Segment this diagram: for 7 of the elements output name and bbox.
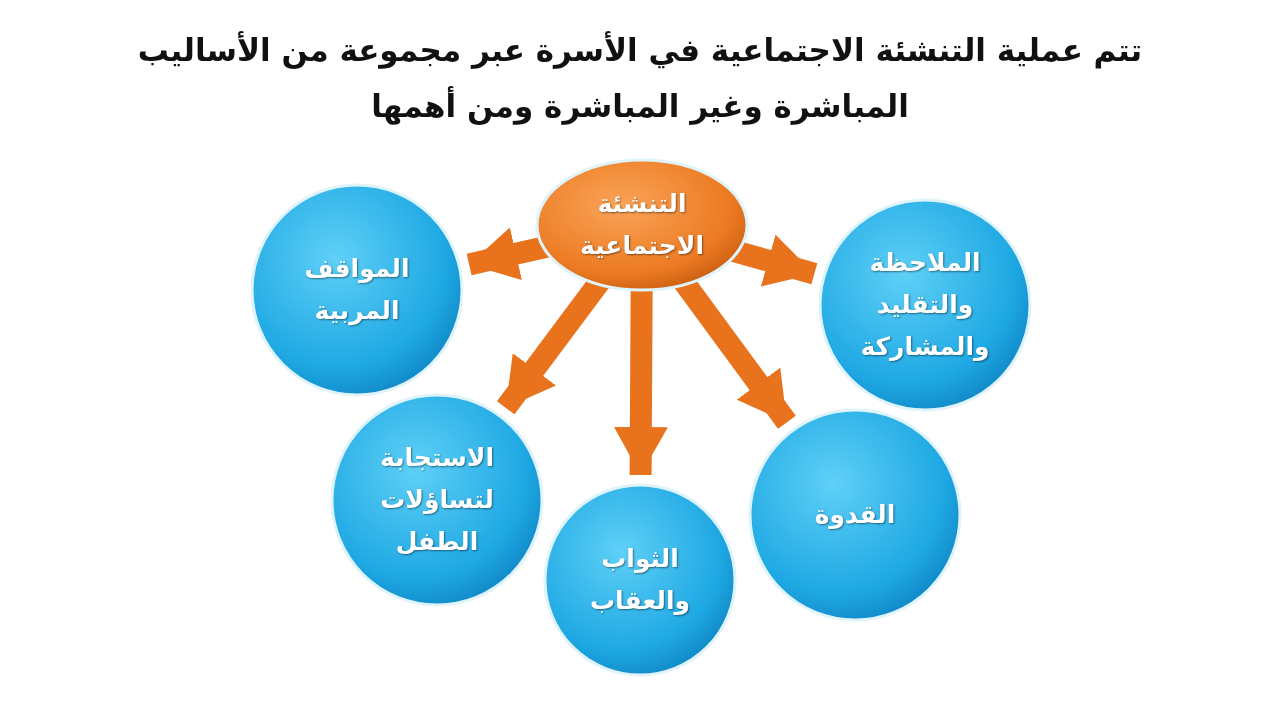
node-label: الملاحظة والتقليد والمشاركة: [859, 247, 991, 363]
node-label: المواقف المربية: [303, 253, 411, 328]
node-label: القدوة: [814, 499, 896, 531]
node-label: الاستجابة لتساؤلات الطفل: [379, 442, 495, 558]
title: تتم عملية التنشئة الاجتماعية في الأسرة عبر مجموعة من الأساليب المباشرة وغير المباشرة ومن أهمها: [136, 30, 1144, 127]
node-label: التنشئة الاجتماعية: [579, 188, 705, 262]
node-label: الثواب والعقاب: [588, 543, 692, 617]
